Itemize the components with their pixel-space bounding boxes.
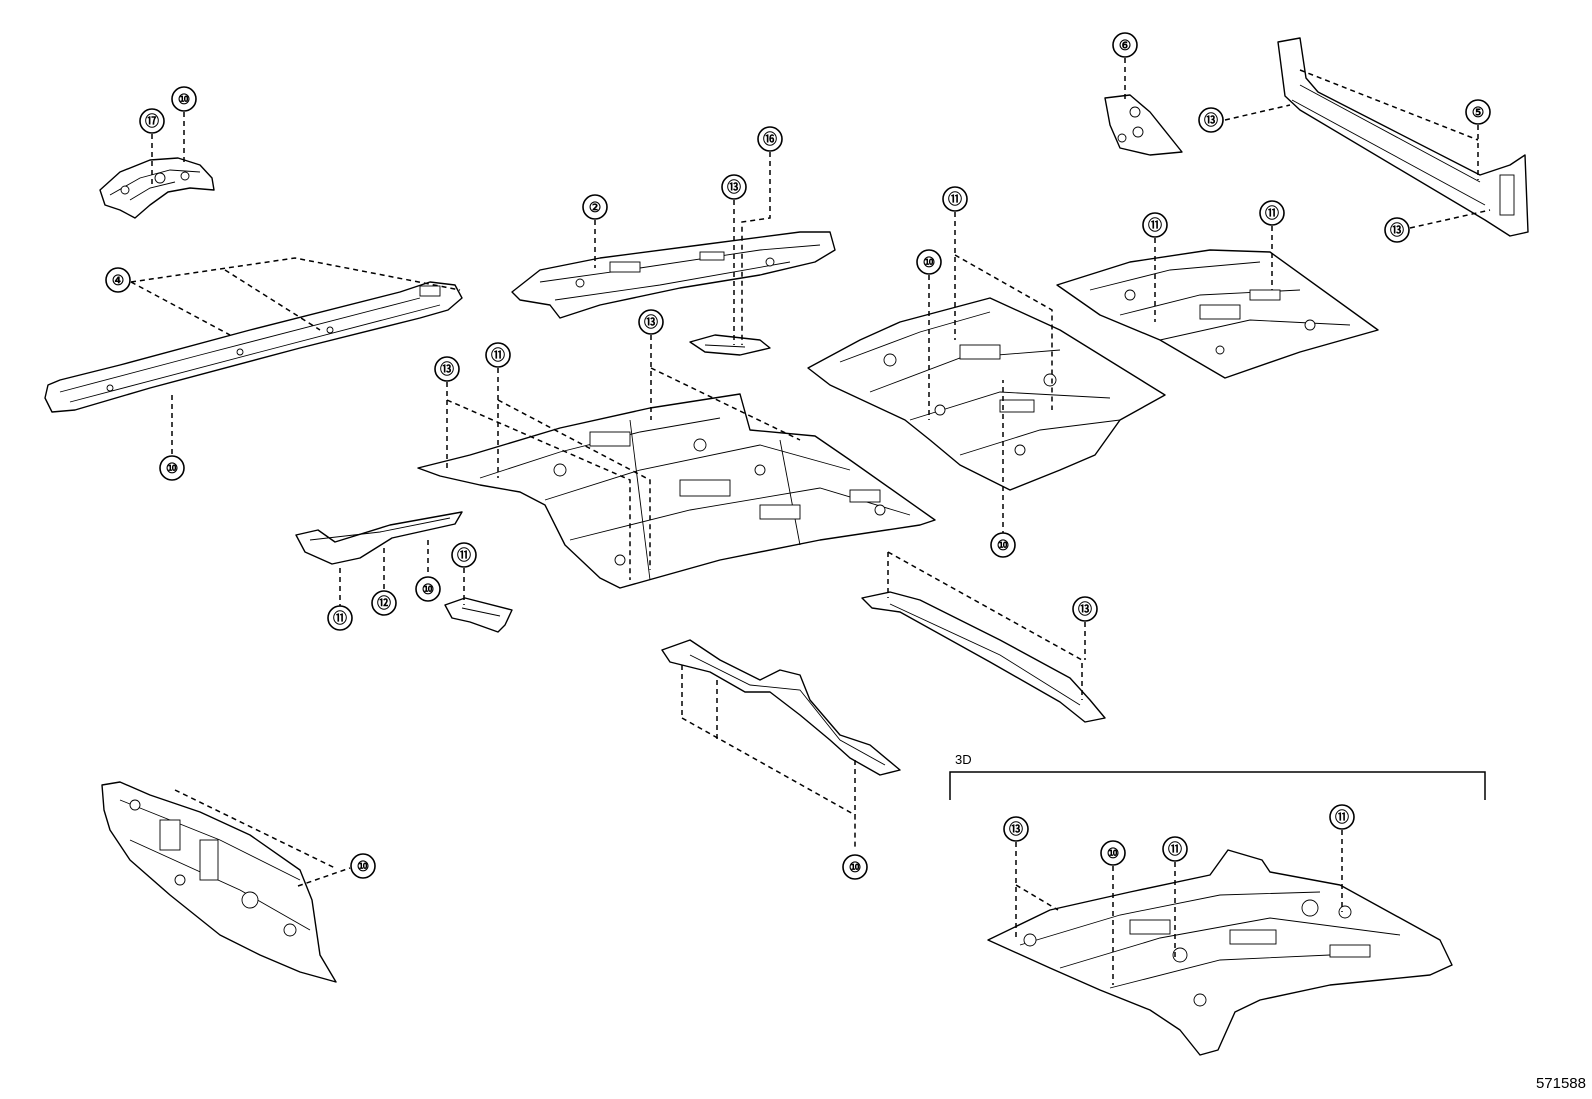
callout-c02: ⑰ <box>139 108 165 134</box>
callout-c24: ⑬ <box>1072 596 1098 622</box>
svg-text:⑩: ⑩ <box>166 460 179 476</box>
callout-c12: ⑫ <box>371 590 397 616</box>
svg-text:⑪: ⑪ <box>457 547 471 563</box>
callout-c08: ⑬ <box>638 309 664 335</box>
callout-c26: ⑩ <box>350 853 376 879</box>
svg-text:⑩: ⑩ <box>923 254 936 270</box>
callout-c14: ⑪ <box>451 542 477 568</box>
callout-c16: ⑤ <box>1465 99 1491 125</box>
small-bracket-part <box>444 597 513 633</box>
svg-text:⑬: ⑬ <box>644 314 658 330</box>
callout-c06: ⑯ <box>757 126 783 152</box>
svg-text:⑫: ⑫ <box>377 595 391 611</box>
rear-cross-member-part <box>661 639 901 776</box>
cross-member-part <box>511 231 836 319</box>
svg-text:⑪: ⑪ <box>491 347 505 363</box>
group-3d-bracket <box>949 771 1486 800</box>
svg-text:⑬: ⑬ <box>1204 112 1218 128</box>
svg-text:⑪: ⑪ <box>1335 809 1349 825</box>
callout-c23: ⑪ <box>1259 200 1285 226</box>
svg-text:⑪: ⑪ <box>1168 841 1182 857</box>
svg-text:⑬: ⑬ <box>1078 601 1092 617</box>
gusset-part <box>1104 94 1183 156</box>
floor-cross-member-part <box>861 591 1106 723</box>
callout-c20: ⑩ <box>916 249 942 275</box>
callout-c13: ⑩ <box>415 576 441 602</box>
callout-c04: ⑩ <box>159 455 185 481</box>
callout-c10: ⑪ <box>485 342 511 368</box>
svg-text:⑪: ⑪ <box>333 610 347 626</box>
reinforcement-part <box>295 511 463 565</box>
svg-text:④: ④ <box>112 272 125 288</box>
svg-text:⑩: ⑩ <box>357 858 370 874</box>
svg-text:⑪: ⑪ <box>948 191 962 207</box>
dash-panel-part <box>101 781 337 983</box>
callout-c22: ⑪ <box>1142 212 1168 238</box>
front-floor-pan-part <box>417 393 936 589</box>
svg-text:⑰: ⑰ <box>145 113 159 129</box>
callout-c15: ⑥ <box>1112 32 1138 58</box>
wheel-housing-part <box>99 157 215 219</box>
callout-c28: ⑩ <box>1100 840 1126 866</box>
callout-c11: ⑪ <box>327 605 353 631</box>
rear-floor-pan-part <box>1056 249 1379 379</box>
callout-c25: ⑩ <box>842 854 868 880</box>
callout-c29: ⑪ <box>1162 836 1188 862</box>
center-floor-pan-part <box>807 297 1166 491</box>
svg-text:⑪: ⑪ <box>1265 205 1279 221</box>
svg-text:⑩: ⑩ <box>997 537 1010 553</box>
leader-lines <box>130 58 1491 985</box>
svg-text:⑩: ⑩ <box>178 91 191 107</box>
svg-text:⑩: ⑩ <box>422 581 435 597</box>
svg-text:⑬: ⑬ <box>1009 821 1023 837</box>
svg-text:⑩: ⑩ <box>849 859 862 875</box>
callout-c03: ④ <box>105 267 131 293</box>
svg-text:⑩: ⑩ <box>1107 845 1120 861</box>
svg-text:⑥: ⑥ <box>1119 37 1132 53</box>
callout-c05: ② <box>582 194 608 220</box>
callout-c21: ⑩ <box>990 532 1016 558</box>
callout-c19: ⑪ <box>942 186 968 212</box>
callout-c30: ⑪ <box>1329 804 1355 830</box>
svg-text:⑬: ⑬ <box>1390 222 1404 238</box>
svg-text:⑬: ⑬ <box>440 361 454 377</box>
diagram-id: 571588 <box>1536 1075 1586 1092</box>
side-member-part <box>44 281 463 413</box>
svg-text:②: ② <box>589 199 602 215</box>
callout-c01: ⑩ <box>171 86 197 112</box>
callout-c09: ⑬ <box>434 356 460 382</box>
bracket-part <box>689 334 771 356</box>
svg-text:⑬: ⑬ <box>727 179 741 195</box>
svg-text:⑪: ⑪ <box>1148 217 1162 233</box>
group-label-3d: 3D <box>955 752 972 767</box>
callout-c27: ⑬ <box>1003 816 1029 842</box>
rocker-rail-part <box>1277 37 1529 237</box>
callout-c18: ⑬ <box>1384 217 1410 243</box>
callout-c07: ⑬ <box>721 174 747 200</box>
svg-text:⑯: ⑯ <box>763 131 777 147</box>
svg-text:⑤: ⑤ <box>1472 104 1485 120</box>
floor-pan-3d-part <box>987 849 1453 1056</box>
callout-c17: ⑬ <box>1198 107 1224 133</box>
